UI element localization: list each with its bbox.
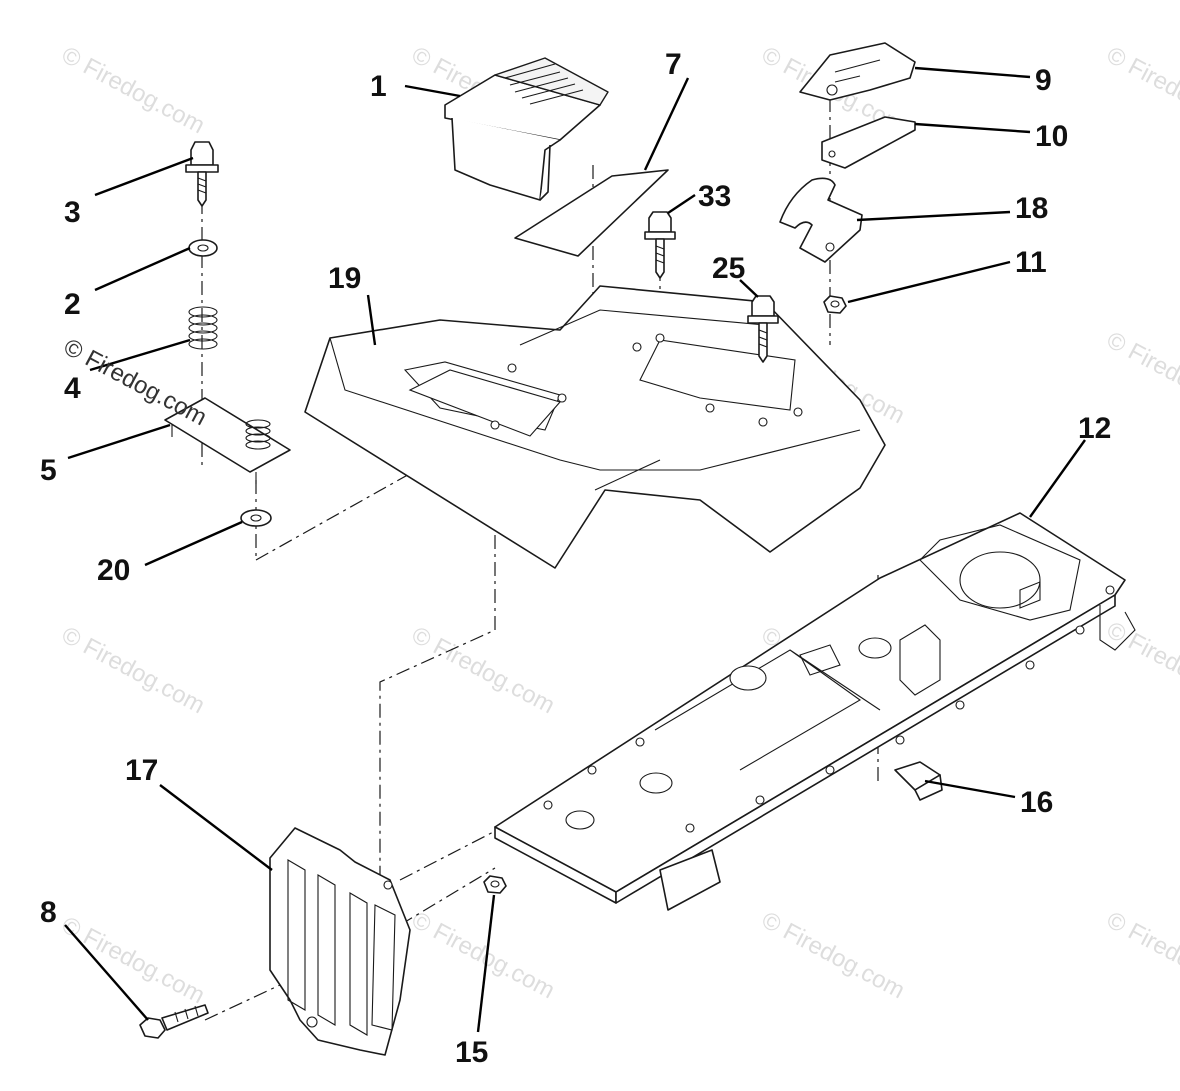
part-18-clamp [779, 177, 863, 263]
part-5-spring-plate [164, 397, 291, 484]
part-17-front-plate [269, 827, 411, 1056]
callout-9: 9 [1035, 64, 1052, 97]
part-33-bolt [644, 211, 676, 279]
callout-3: 3 [64, 196, 81, 229]
part-10-plate [821, 116, 916, 169]
callout-2: 2 [64, 288, 81, 321]
callout-12: 12 [1078, 412, 1111, 445]
part-3-bolt [185, 141, 219, 207]
callout-25: 25 [712, 252, 745, 285]
callout-10: 10 [1035, 120, 1068, 153]
part-20-washer [240, 509, 272, 527]
callout-4: 4 [64, 372, 81, 405]
part-2-washer [188, 239, 218, 257]
callout-19: 19 [328, 262, 361, 295]
part-1-storage-tray [444, 57, 609, 201]
part-19-fender [304, 285, 886, 569]
callout-5: 5 [40, 454, 57, 487]
callout-20: 20 [97, 554, 130, 587]
callout-1: 1 [370, 70, 387, 103]
watermark-tile: © Firedog.com [1102, 616, 1180, 714]
part-12-frame [494, 512, 1136, 911]
part-25-bolt [747, 295, 779, 363]
part-9-cover-plate [799, 42, 916, 101]
watermark-tile: © Firedog.com [1102, 326, 1180, 424]
callout-7: 7 [665, 48, 682, 81]
callout-18: 18 [1015, 192, 1048, 225]
watermark-tile: © Firedog.com [1102, 41, 1180, 139]
watermark-tile: © Firedog.com [757, 906, 909, 1004]
watermark-tile: © Firedog.com [57, 621, 209, 719]
callout-11: 11 [1015, 246, 1047, 279]
watermark-tile: © Firedog.com [57, 41, 209, 139]
callout-17: 17 [125, 754, 158, 787]
part-15-nut [483, 875, 507, 894]
part-4-spring [188, 306, 218, 350]
watermark-tile: © Firedog.com [1102, 906, 1180, 1004]
part-11-nut [823, 295, 847, 314]
part-7-decal [514, 169, 669, 257]
cropped-bottom-edge [0, 1063, 1180, 1091]
part-16-bracket [894, 761, 943, 801]
part-8-bolt [139, 1004, 209, 1039]
leader-lines [64, 66, 1086, 1033]
callout-16: 16 [1020, 786, 1053, 819]
watermark-main: © Firedog.com [59, 333, 211, 431]
watermark-tile: © Firedog.com [407, 621, 559, 719]
watermark-tile: © Firedog.com [57, 911, 209, 1009]
callout-8: 8 [40, 896, 57, 929]
callout-33: 33 [698, 180, 731, 213]
